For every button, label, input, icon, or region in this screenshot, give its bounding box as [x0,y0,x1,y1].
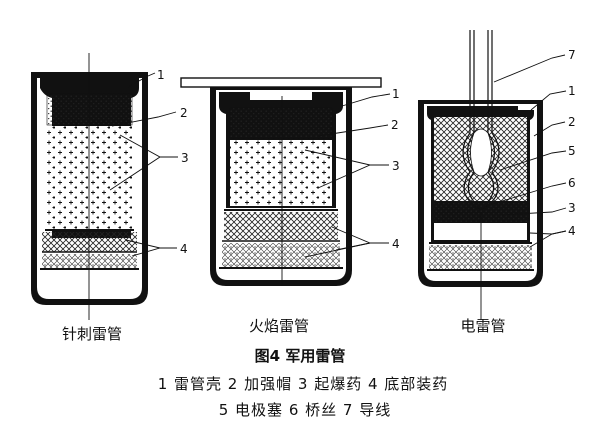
stab-callout-2: 2 [180,106,188,120]
electric-lead-wires [462,30,476,207]
figure-caption: 图4 军用雷管 [255,347,346,365]
stab-callout-3: 3 [181,151,189,165]
flash-base-charge-upper [224,212,338,240]
stab-callout-4: 4 [180,242,188,256]
electric-callout-7: 7 [568,48,576,62]
electric-base-charge [429,245,532,269]
flash-callout-3: 3 [392,159,400,173]
electric-callout-6: 6 [568,176,576,190]
bridge-wire [474,205,488,210]
electric-callout-2: 2 [568,115,576,129]
stab-base-charge-upper [42,232,137,252]
flash-detonator-title: 火焰雷管 [249,317,309,335]
electric-primary-explosive [434,223,527,240]
electric-callout-4: 4 [568,224,576,238]
flash-primer-top [230,108,332,138]
electric-detonator-title: 电雷管 [460,317,505,335]
stab-detonator-title: 针刺雷管 [62,325,122,343]
stab-base-charge-lower [42,254,137,268]
flash-callout-2: 2 [391,118,399,132]
legend-line-2: 5 电极塞 6 桥丝 7 导线 [219,401,391,419]
flash-flange [180,77,382,88]
electric-callout-3: 3 [568,201,576,215]
electric-detonator: 7 1 2 5 6 3 4 电雷管 [418,30,576,335]
electric-primer [434,202,527,222]
electric-callout-1: 1 [568,84,576,98]
flash-base-charge-lower [222,243,340,267]
legend-line-1: 1 雷管壳 2 加强帽 3 起爆药 4 底部装药 [158,375,449,393]
flash-callout-4: 4 [392,237,400,251]
stab-callout-1: 1 [157,68,165,82]
stab-primer-top [47,94,132,125]
flash-callout-1: 1 [392,87,400,101]
flash-detonator: 1 2 3 4 火焰雷管 [180,77,400,335]
stab-detonator: 1 2 3 4 针刺雷管 [31,53,189,343]
electric-callout-5: 5 [568,144,576,158]
